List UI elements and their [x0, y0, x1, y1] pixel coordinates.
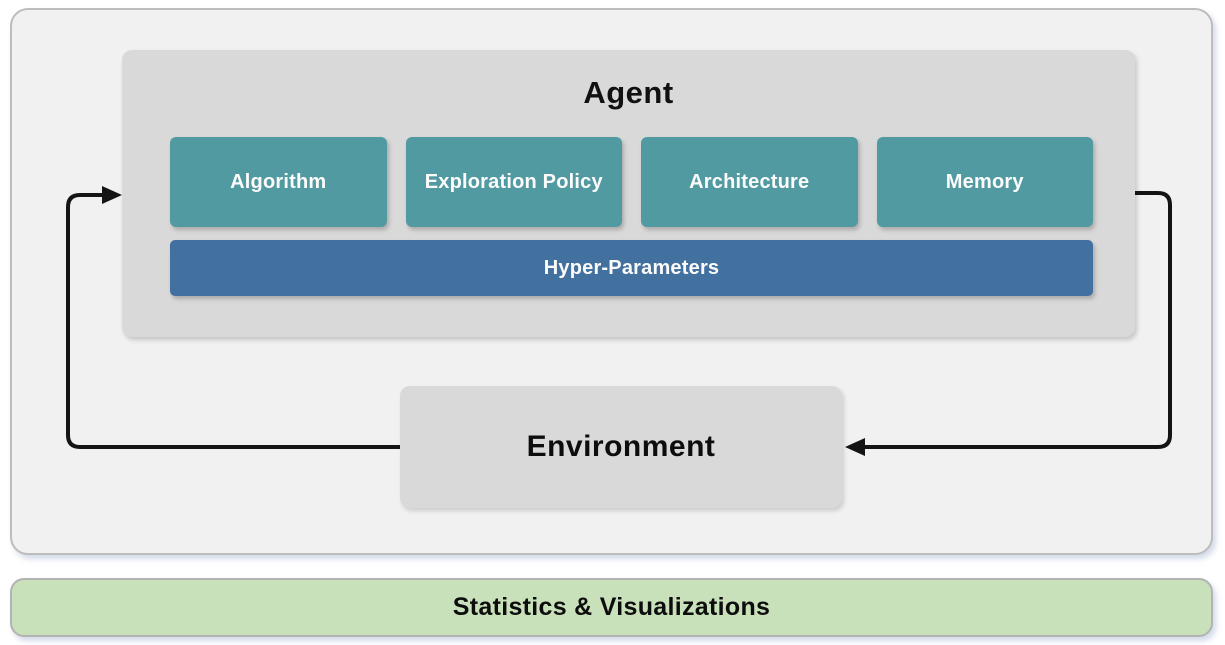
environment-title: Environment [526, 430, 716, 463]
component-box-exploration-policy: Exploration Policy [405, 137, 622, 227]
component-box-algorithm: Algorithm [170, 137, 387, 227]
environment-box: Environment [400, 386, 842, 508]
hyper-parameters-box: Hyper-Parameters [170, 240, 1093, 296]
statistics-visualizations-label: Statistics & Visualizations [452, 593, 771, 621]
component-box-architecture: Architecture [641, 137, 858, 227]
statistics-visualizations-bar: Statistics & Visualizations [10, 578, 1213, 637]
agent-title: Agent [583, 75, 674, 110]
agent-components-row: Algorithm Exploration Policy Architectur… [170, 137, 1093, 227]
component-box-memory: Memory [876, 137, 1093, 227]
agent-container: Agent Algorithm Exploration Policy Archi… [122, 50, 1135, 337]
